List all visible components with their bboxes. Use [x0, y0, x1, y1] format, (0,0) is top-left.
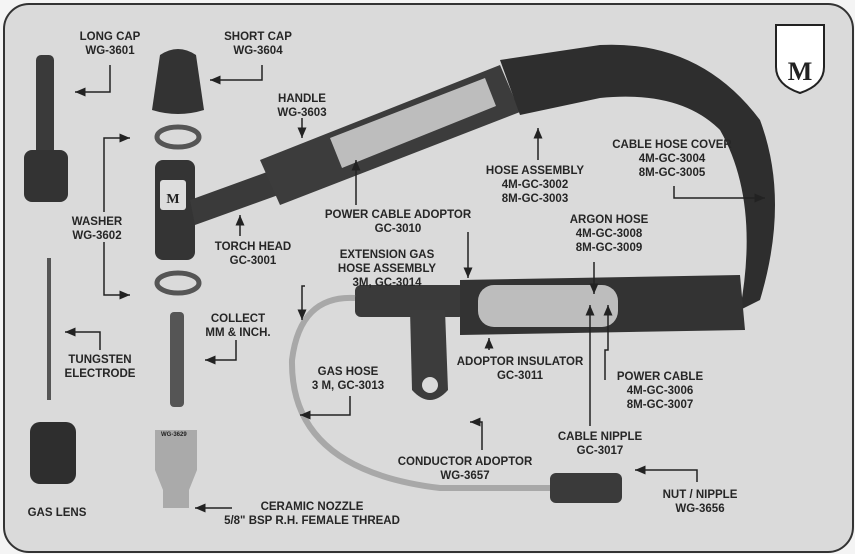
handle-window	[330, 78, 496, 168]
gas-lens-part	[30, 422, 76, 484]
hose-assembly-part	[500, 44, 775, 311]
extension-assembly-part	[355, 275, 745, 400]
tungsten-electrode-part	[47, 258, 51, 400]
brand-logo: M	[775, 24, 825, 95]
ceramic-nozzle-part	[155, 430, 197, 508]
short-cap-part	[152, 49, 204, 114]
nut-nipple-part	[550, 473, 622, 503]
leader-arrows	[65, 65, 765, 513]
nozzle-marking: WG-3629	[161, 432, 187, 438]
long-cap-part	[24, 55, 68, 202]
gas-hose-part	[288, 294, 555, 491]
label-gas-lens: GAS LENS	[27, 507, 87, 519]
washer-top-part	[154, 124, 202, 150]
washer-bottom-part	[154, 270, 202, 296]
collect-part	[170, 312, 184, 407]
svg-text:M: M	[788, 57, 813, 86]
svg-text:M: M	[166, 192, 179, 207]
